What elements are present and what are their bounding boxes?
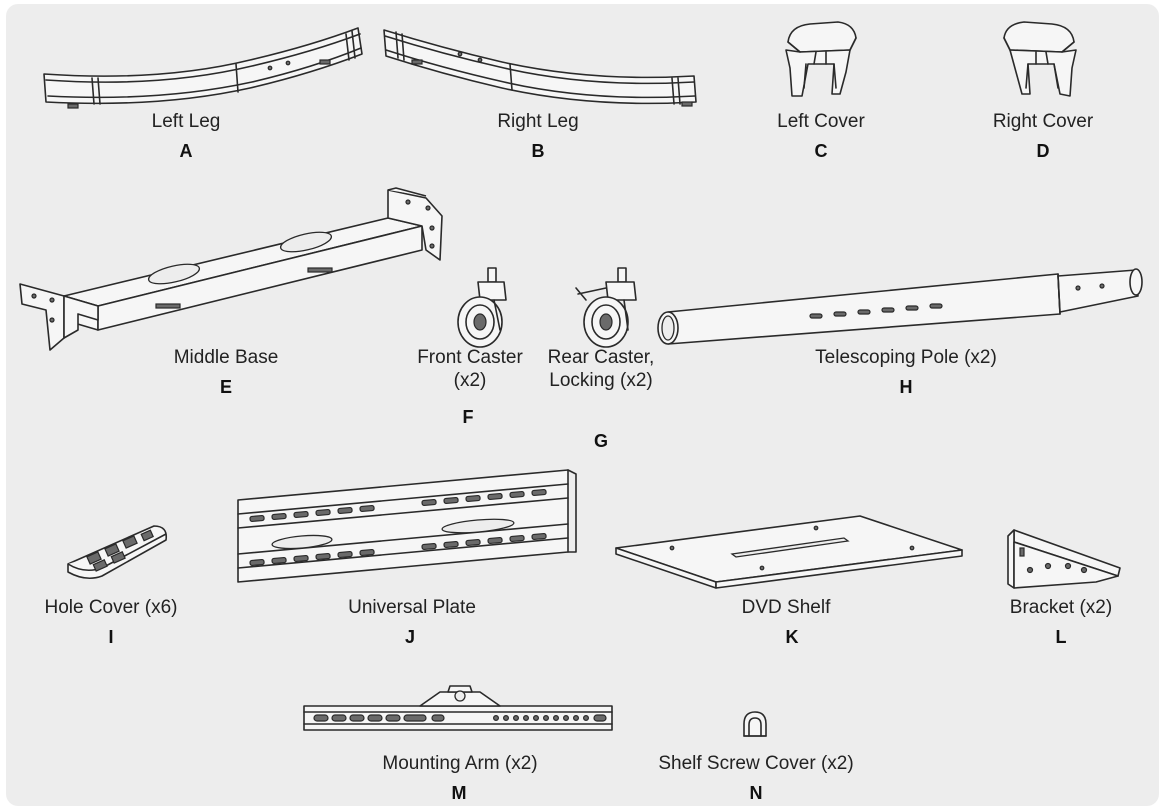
part-n-letter: N — [749, 783, 763, 803]
part-f-name: Front Caster (x2) — [417, 347, 523, 391]
part-a-letter: A — [179, 141, 193, 161]
left-leg-icon — [43, 27, 363, 109]
part-k-letter: K — [785, 627, 799, 647]
hole-cover-icon — [67, 525, 168, 580]
part-i-name: Hole Cover (x6) — [44, 597, 178, 618]
telescoping-pole-icon — [657, 268, 1143, 345]
part-h-name: Telescoping Pole (x2) — [815, 347, 997, 368]
middle-base-icon — [19, 187, 443, 351]
part-k-name: DVD Shelf — [741, 597, 831, 618]
part-a-name: Left Leg — [151, 111, 221, 132]
dvd-shelf-icon — [615, 515, 963, 589]
part-e-letter: E — [219, 377, 232, 397]
part-e-name: Middle Base — [173, 347, 279, 368]
part-j-name: Universal Plate — [348, 597, 476, 618]
part-j-letter: J — [404, 627, 415, 647]
left-cover-icon — [785, 21, 857, 97]
part-i-letter: I — [108, 627, 114, 647]
part-b-letter: B — [531, 141, 545, 161]
part-g-name: Rear Caster, Locking (x2) — [547, 347, 655, 391]
part-n-name: Shelf Screw Cover (x2) — [658, 753, 854, 774]
rear-caster-icon — [575, 267, 637, 348]
part-g-letter: G — [593, 431, 608, 451]
parts-diagram-panel: Left Leg A Right Leg B Left Cover C — [6, 4, 1159, 806]
part-l-letter: L — [1055, 627, 1067, 647]
part-c-name: Left Cover — [777, 111, 865, 132]
part-d-name: Right Cover — [992, 111, 1094, 132]
part-l-name: Bracket (x2) — [1009, 597, 1113, 618]
right-leg-icon — [383, 29, 697, 107]
shelf-screw-cover-icon — [743, 711, 767, 737]
part-f-letter: F — [462, 407, 474, 427]
front-caster-icon — [457, 267, 507, 348]
universal-plate-icon — [237, 469, 577, 583]
part-d-letter: D — [1036, 141, 1050, 161]
bracket-icon — [1007, 529, 1121, 589]
part-m-name: Mounting Arm (x2) — [382, 753, 538, 774]
mounting-arm-icon — [303, 685, 613, 731]
part-h-letter: H — [899, 377, 913, 397]
part-b-name: Right Leg — [497, 111, 579, 132]
right-cover-icon — [1003, 21, 1077, 97]
part-c-letter: C — [814, 141, 828, 161]
part-m-letter: M — [451, 783, 467, 803]
